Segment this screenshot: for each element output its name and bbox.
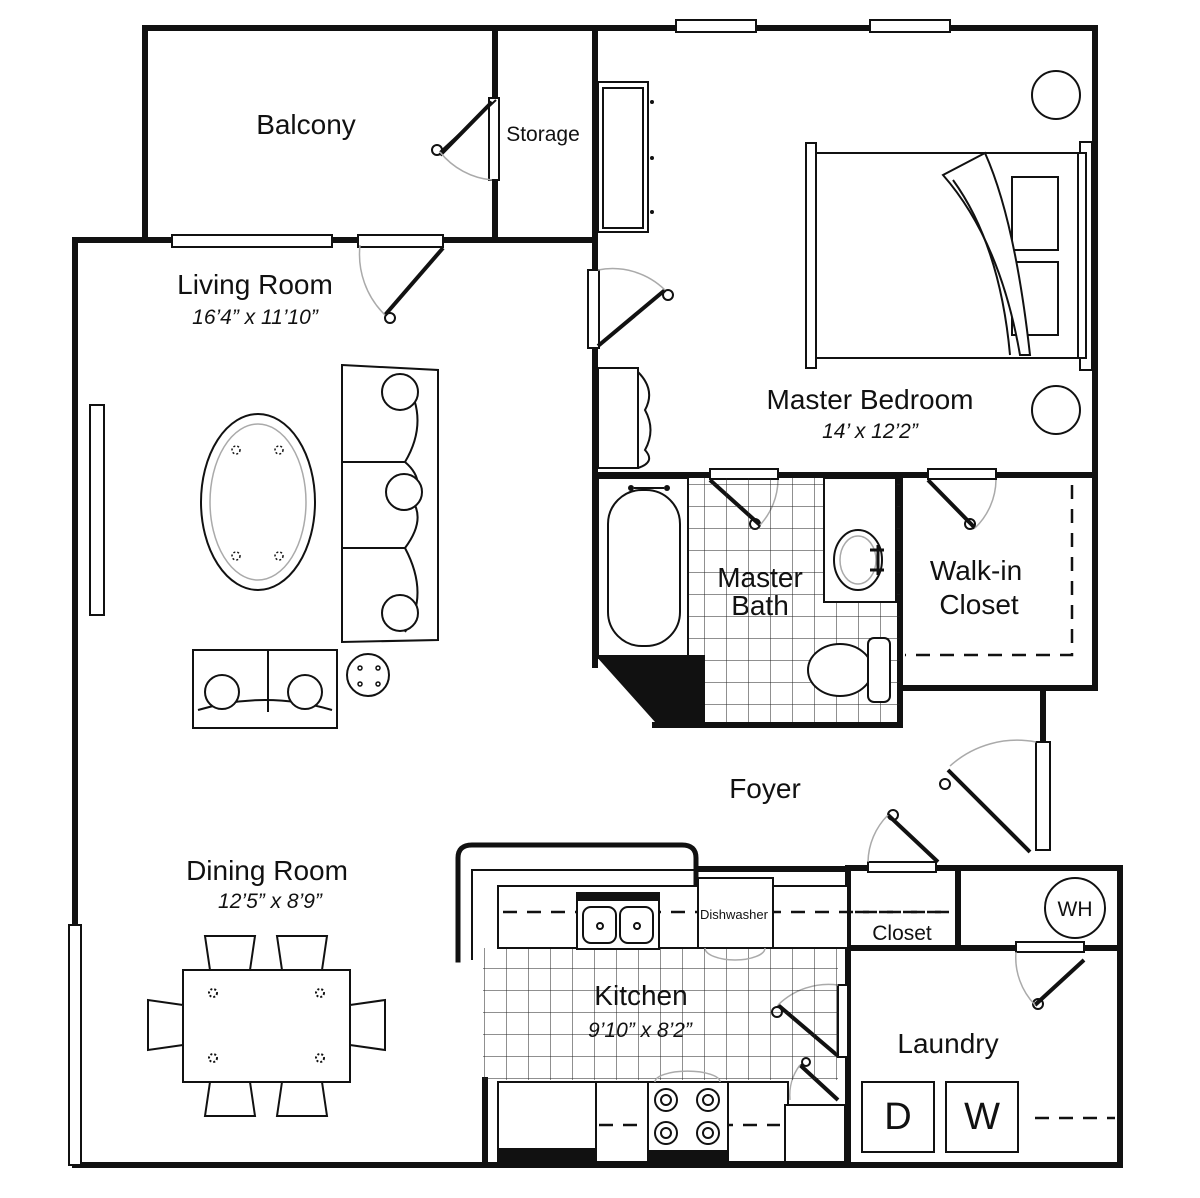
walk-in-closet-label-1: Walk-in (930, 555, 1022, 586)
living-room-size: 16’4” x 11’10” (192, 306, 319, 329)
master-bath-label-2: Bath (731, 590, 789, 621)
master-bedroom-size: 14’ x 12’2” (822, 420, 919, 443)
bath-fixtures (595, 477, 1074, 722)
appliance-labels: Dishwasher WH D W (700, 898, 1092, 1138)
kitchen-fixtures (455, 842, 950, 1163)
dining-room-label: Dining Room (186, 855, 348, 886)
room-labels: Balcony Storage Living Room 16’4” x 11’1… (177, 109, 1022, 1059)
water-heater-label: WH (1058, 898, 1093, 921)
balcony-label: Balcony (256, 109, 356, 140)
living-furniture (192, 363, 439, 729)
dryer-label: D (884, 1096, 911, 1138)
dining-room-size: 12’5” x 8’9” (218, 890, 323, 913)
laundry-label: Laundry (897, 1028, 998, 1059)
dishwasher-label: Dishwasher (700, 907, 769, 922)
dining-furniture (147, 935, 386, 1117)
foyer-label: Foyer (729, 773, 801, 804)
kitchen-size: 9’10” x 8’2” (588, 1019, 693, 1042)
storage-label: Storage (506, 123, 580, 146)
doors (358, 97, 1086, 1102)
washer-label: W (964, 1096, 1000, 1138)
master-bath-label-1: Master (717, 562, 803, 593)
master-bedroom-label: Master Bedroom (767, 384, 974, 415)
closet-label: Closet (872, 922, 932, 945)
laundry-fixtures (855, 877, 1115, 1153)
walk-in-closet-label-2: Closet (939, 589, 1019, 620)
bedroom-furniture (597, 70, 1087, 469)
living-room-label: Living Room (177, 269, 333, 300)
kitchen-label: Kitchen (594, 980, 687, 1011)
